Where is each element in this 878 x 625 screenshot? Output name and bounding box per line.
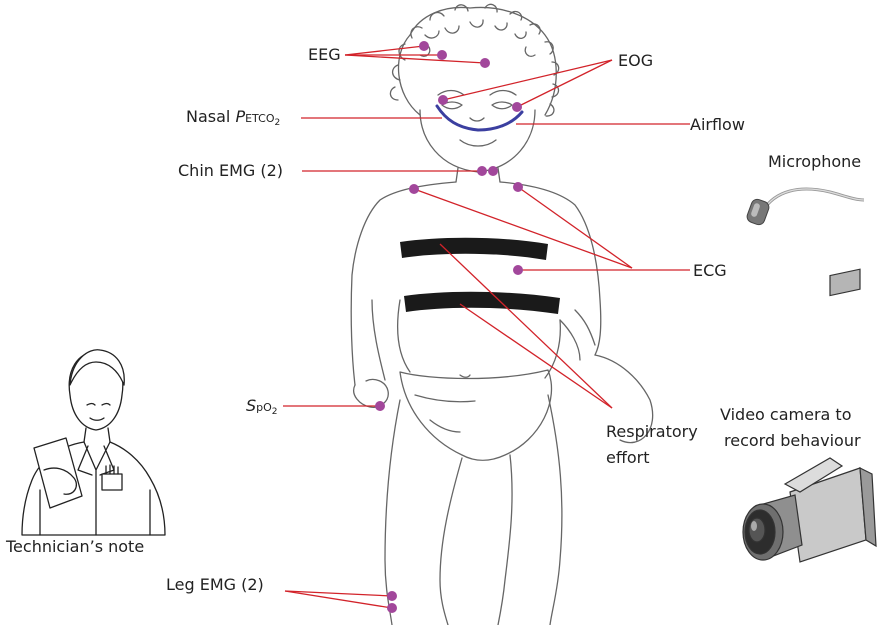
label-eog: EOG — [618, 51, 653, 70]
label-leg-emg: Leg EMG (2) — [166, 575, 264, 594]
label-ecg: ECG — [693, 261, 727, 280]
label-spo2: SpO2 — [246, 396, 278, 417]
electrode-eeg-3 — [480, 58, 490, 68]
label-airflow: Airflow — [690, 115, 745, 134]
label-respiratory-1: Respiratory — [606, 422, 698, 441]
label-technician: Technician’s note — [5, 537, 144, 556]
electrode-ecg-2 — [513, 182, 523, 192]
label-spo2-s: S — [246, 396, 256, 415]
label-nasal-p: P — [235, 107, 245, 126]
airflow-cannula — [437, 106, 522, 130]
label-nasal-etco: ETCO — [245, 112, 275, 125]
electrode-chin-emg-2 — [488, 166, 498, 176]
electrode-ecg-1 — [409, 184, 419, 194]
label-video-2: record behaviour — [724, 431, 861, 450]
electrode-eeg-2 — [437, 50, 447, 60]
label-chin-emg: Chin EMG (2) — [178, 161, 283, 180]
electrode-ecg-3 — [513, 265, 523, 275]
label-spo2-sub: 2 — [272, 407, 278, 417]
technician-icon — [22, 350, 165, 535]
label-nasal-sub: 2 — [274, 118, 280, 128]
lower-belt — [404, 292, 560, 314]
electrode-eog-left — [438, 95, 448, 105]
electrode-leg-emg-1 — [387, 591, 397, 601]
electrode-leg-emg-2 — [387, 603, 397, 613]
label-nasal-prefix: Nasal — [186, 107, 235, 126]
label-microphone: Microphone — [768, 152, 861, 171]
label-eeg: EEG — [308, 45, 341, 64]
upper-belt — [400, 238, 548, 260]
label-respiratory-2: effort — [606, 448, 650, 467]
label-video-1: Video camera to — [720, 405, 851, 424]
microphone-icon — [745, 189, 864, 226]
child-figure — [351, 4, 652, 625]
electrode-eog-right — [512, 102, 522, 112]
electrode-chin-emg-1 — [477, 166, 487, 176]
electrode-eeg-1 — [419, 41, 429, 51]
respiratory-belts — [400, 238, 560, 314]
label-nasal-petco2: Nasal PETCO2 — [186, 107, 280, 128]
electrode-spo2 — [375, 401, 385, 411]
label-spo2-po: pO — [256, 401, 272, 414]
